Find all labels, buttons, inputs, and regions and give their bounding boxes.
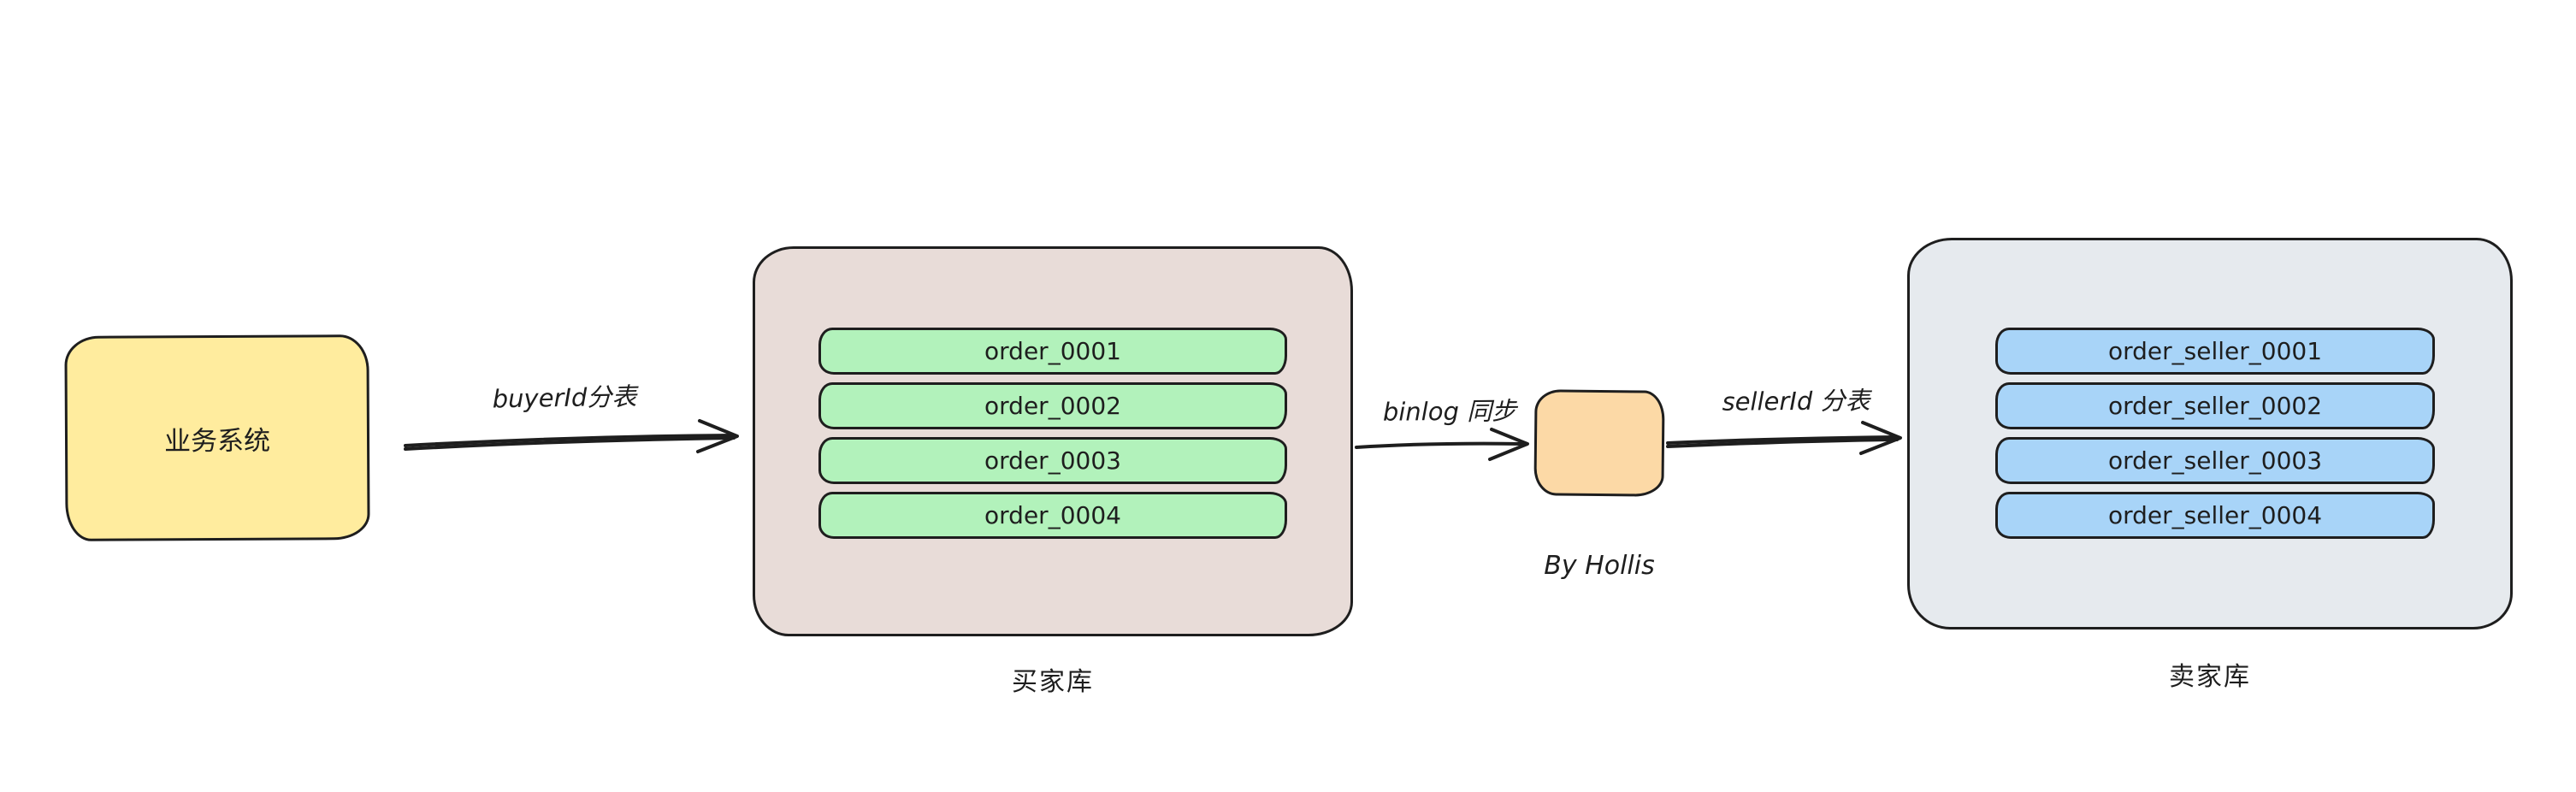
binlog-sync-node[interactable] [1533,389,1665,497]
seller-table-row[interactable]: order_seller_0002 [1995,382,2435,429]
business-system-node[interactable]: 业务系统 [64,334,370,541]
buyer-db-label: 买家库 [1012,667,1094,697]
seller-db-container[interactable]: order_seller_0001 order_seller_0002 orde… [1907,238,2513,629]
seller-table-row[interactable]: order_seller_0004 [1995,492,2435,539]
seller-table-row[interactable]: order_seller_0003 [1995,437,2435,484]
arrow-label-sellerid-shard: sellerId 分表 [1722,386,1870,417]
arrow-label-buyerid-shard: buyerId分表 [492,381,637,414]
seller-db-label: 卖家库 [2169,662,2251,692]
buyer-table-row[interactable]: order_0004 [818,492,1287,539]
buyer-table-row[interactable]: order_0001 [818,328,1287,375]
sync-node-caption: By Hollis [1544,551,1655,581]
arrow-sellerid-shard[interactable] [1666,421,1902,455]
arrow-binlog-sync[interactable] [1355,428,1529,461]
seller-table-row[interactable]: order_seller_0001 [1995,328,2435,375]
buyer-table-row[interactable]: order_0002 [818,382,1287,429]
arrow-buyerid-shard[interactable] [404,419,739,453]
arrow-label-binlog-sync: binlog 同步 [1382,396,1517,427]
business-system-label: 业务系统 [163,425,271,457]
buyer-db-container[interactable]: order_0001 order_0002 order_0003 order_0… [753,246,1353,636]
buyer-table-row[interactable]: order_0003 [818,437,1287,484]
